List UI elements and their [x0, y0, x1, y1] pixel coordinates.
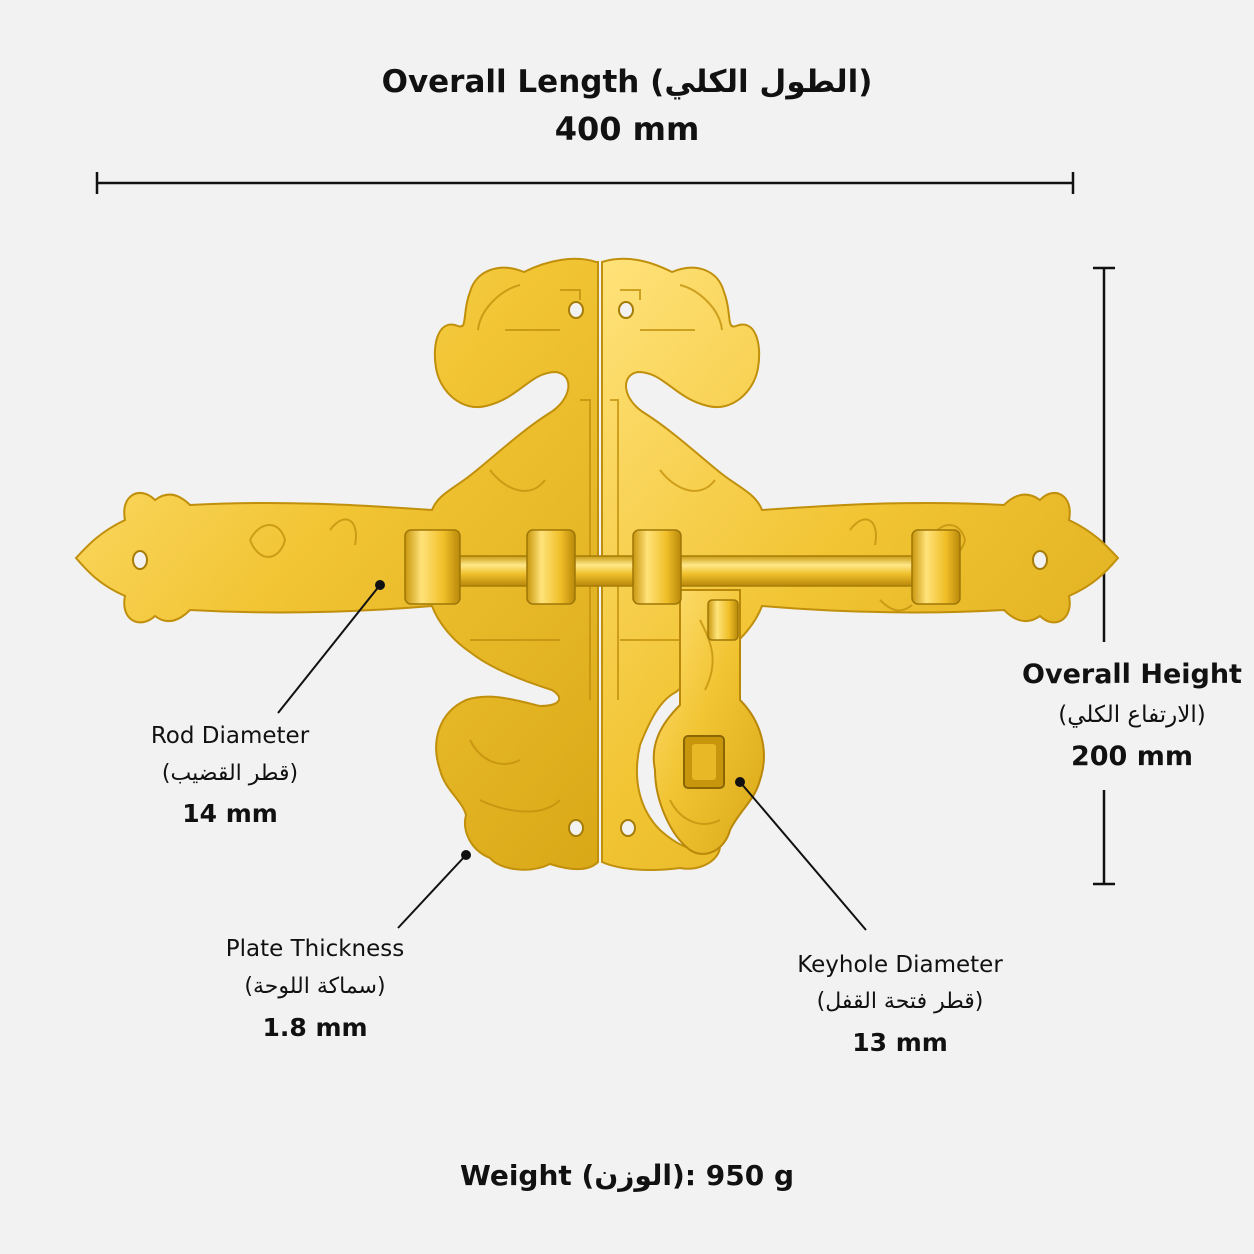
weight-colon: : — [684, 1159, 706, 1192]
length-label: Overall Length (الطول الكلي) 400 mm — [327, 60, 927, 154]
weight-value: 950 g — [705, 1159, 795, 1192]
length-dimension-line — [95, 172, 1075, 194]
weight-title-ar: (الوزن) — [581, 1159, 685, 1192]
rod-guides — [404, 529, 961, 641]
weight-title-en: Weight — [459, 1159, 572, 1192]
rod-title-en: Rod Diameter — [150, 723, 310, 749]
keyhole-leader — [735, 777, 867, 931]
length-title-en: Overall Length — [381, 64, 640, 100]
length-title-ar: (الطول الكلي) — [650, 64, 873, 100]
weight-label: Weight (الوزن): 950 g — [327, 1152, 927, 1200]
hasp — [652, 589, 765, 855]
length-title: Overall Length (الطول الكلي) — [327, 60, 927, 104]
keyhole-title-ar: (قطر فتحة القفل) — [816, 989, 984, 1014]
rod-leader — [277, 580, 385, 714]
plate-value: 1.8 mm — [262, 1013, 368, 1042]
rod-value: 14 mm — [182, 799, 278, 828]
plate-label: Plate Thickness (سماكة اللوحة) 1.8 mm — [195, 932, 435, 1048]
left-plate — [74, 257, 599, 871]
plate-title-ar: (سماكة اللوحة) — [244, 974, 386, 999]
height-title-ar: (الارتفاع الكلي) — [1058, 702, 1206, 728]
rod-title-ar: (قطر القضيب) — [161, 761, 299, 786]
rod-label: Rod Diameter (قطر القضيب) 14 mm — [120, 718, 340, 834]
height-value: 200 mm — [1070, 741, 1194, 772]
height-title-en: Overall Height — [1022, 659, 1242, 690]
keyhole-value: 13 mm — [852, 1028, 948, 1057]
plate-leader — [397, 850, 471, 929]
plate-title-en: Plate Thickness — [225, 936, 405, 962]
length-value: 400 mm — [554, 110, 700, 148]
height-dimension-line — [1093, 266, 1115, 886]
bolt-rod — [429, 555, 951, 587]
height-label: Overall Height (الارتفاع الكلي) 200 mm — [1010, 655, 1254, 779]
keyhole-title-en: Keyhole Diameter — [797, 952, 1003, 978]
keyhole-label: Keyhole Diameter (قطر فتحة القفل) 13 mm — [780, 948, 1020, 1064]
